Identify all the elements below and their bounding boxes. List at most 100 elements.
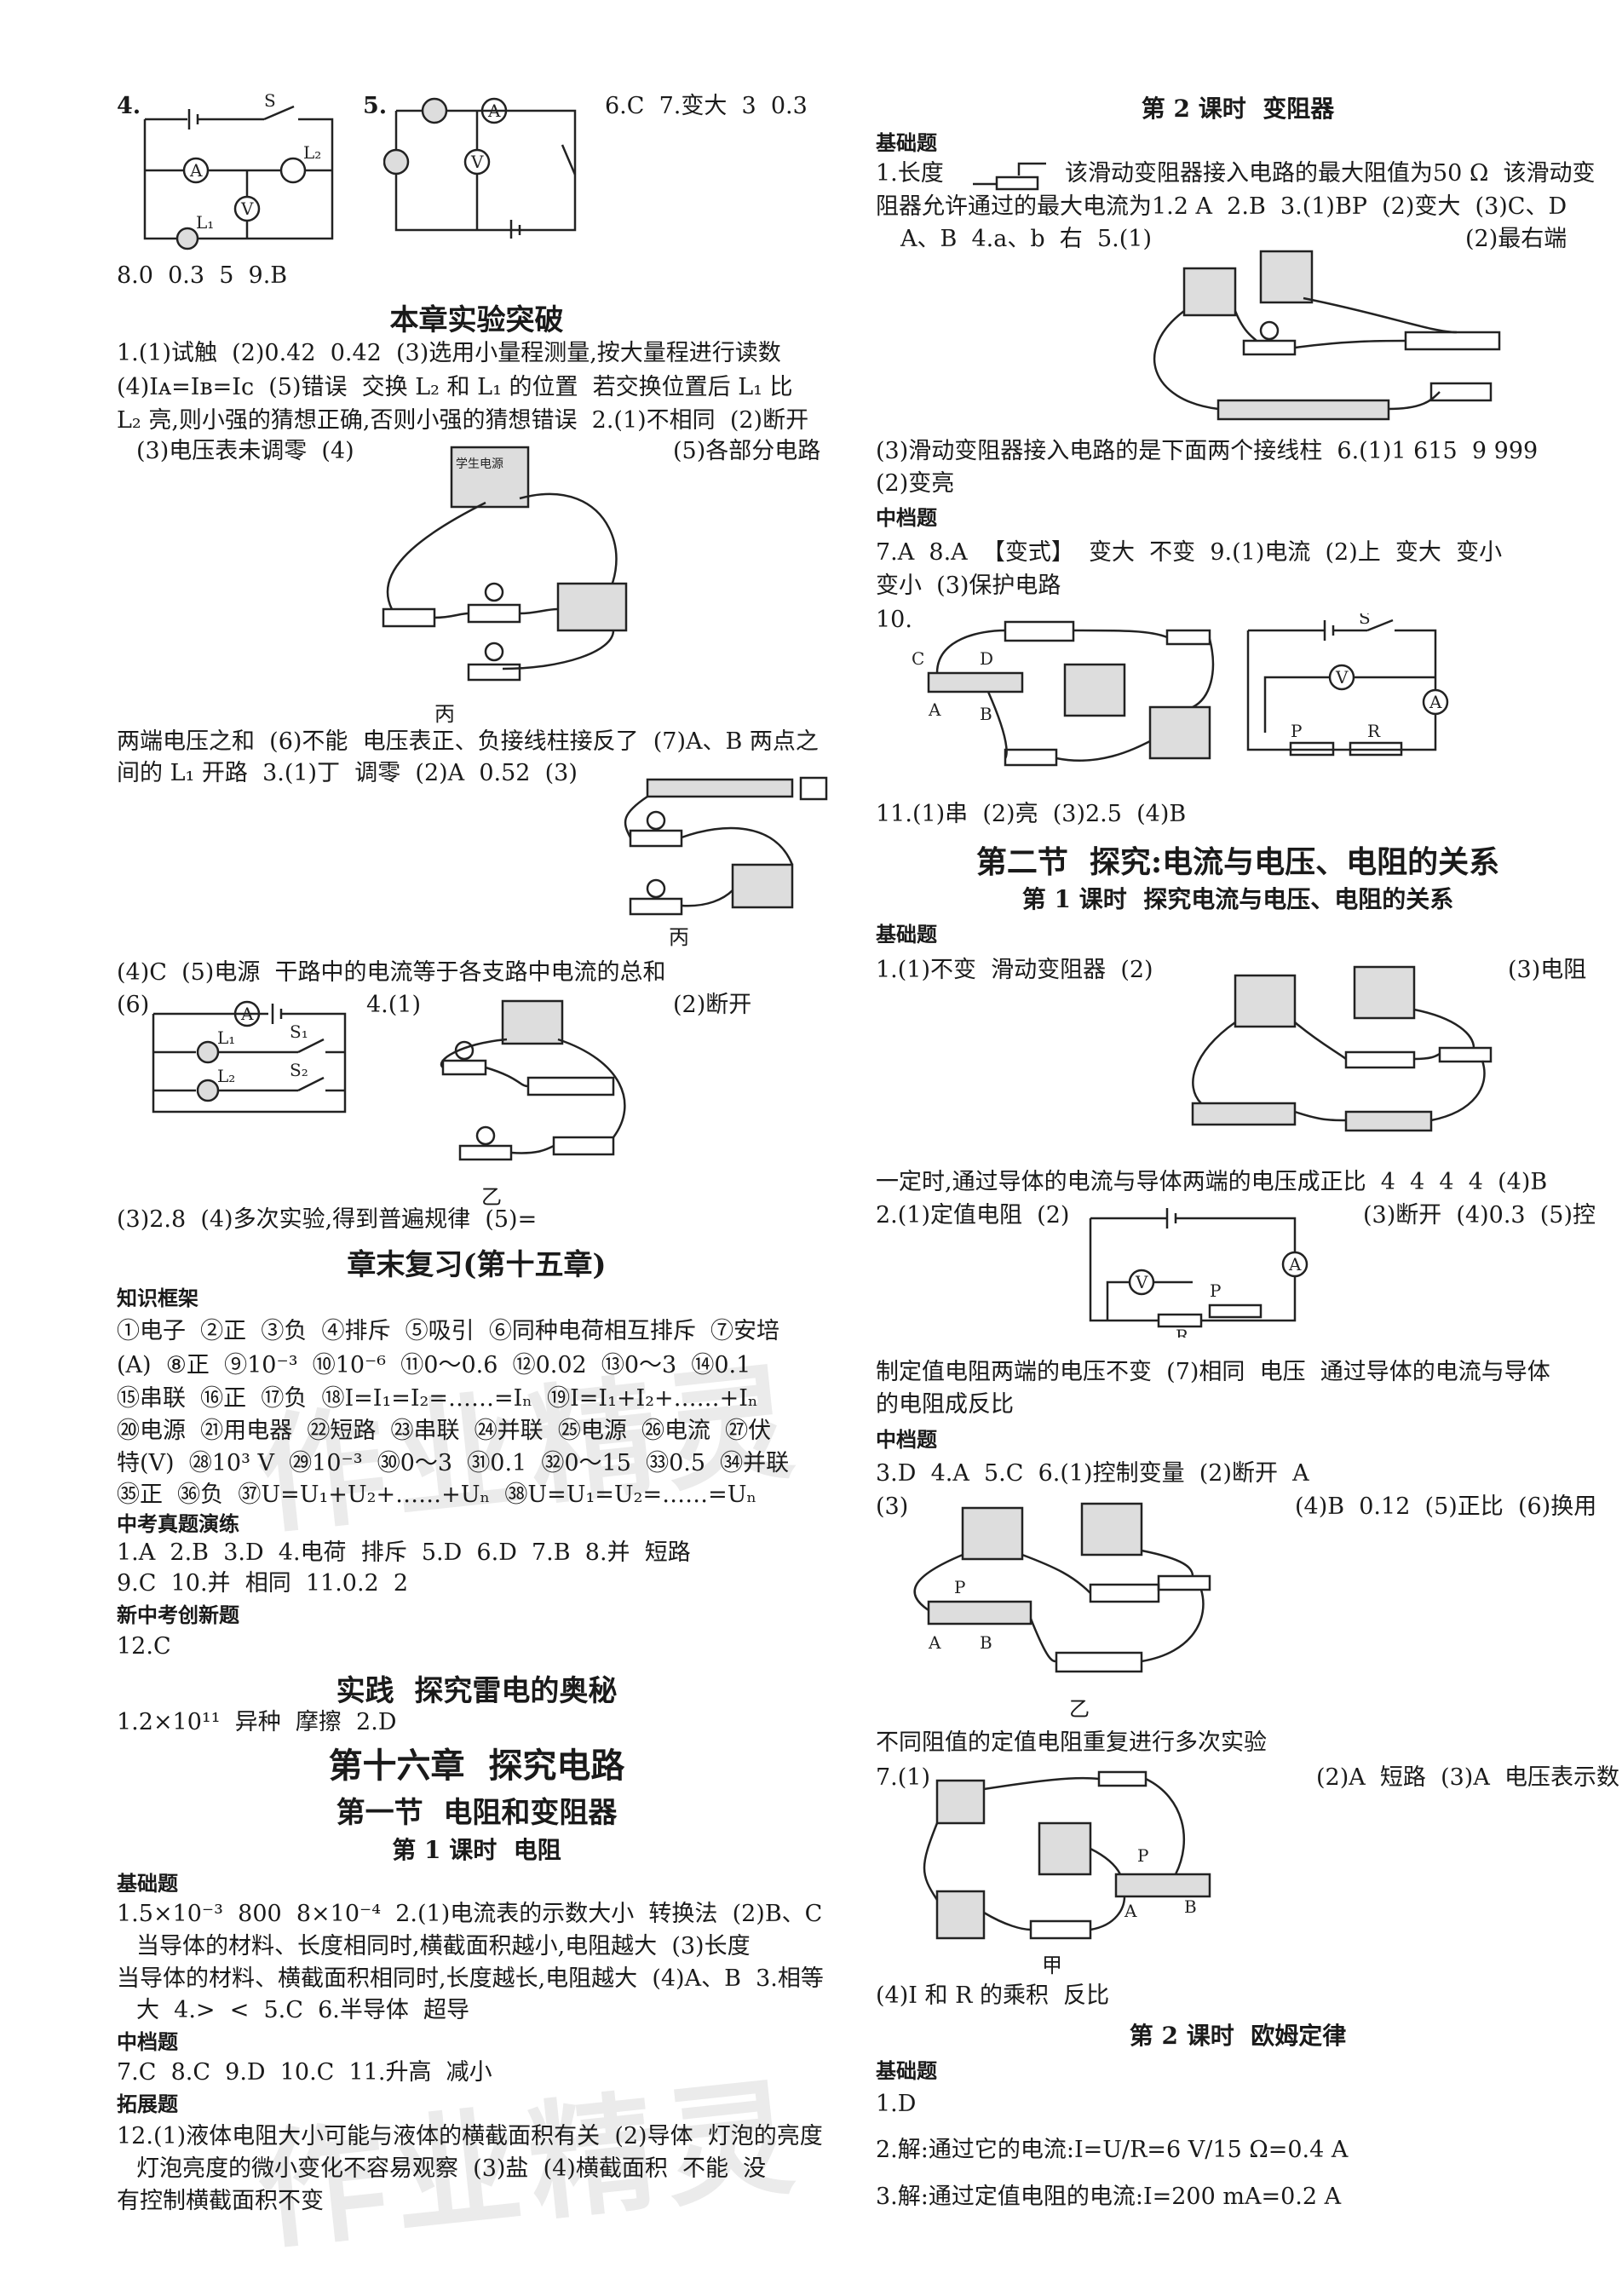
text-line: 的电阻成反比: [876, 1391, 1014, 1418]
lesson-title: 第 1 课时 探究电流与电压、电阻的关系: [1021, 885, 1454, 913]
text-line: 大 4.> < 5.C 6.半导体 超导: [136, 1997, 470, 2023]
text-line: 3.解:通过定值电阻的电流:I=200 mA=0.2 A: [876, 2184, 1342, 2210]
text-line: 1.2×10¹¹ 异种 摩擦 2.D: [117, 1709, 397, 1735]
svg-text:P: P: [1291, 721, 1302, 741]
text-line: 12.C: [117, 1633, 171, 1660]
circuit-diagram: S A V P R: [1246, 613, 1449, 757]
svg-text:B: B: [1184, 1896, 1197, 1917]
text-line: 4.(1): [366, 992, 422, 1018]
question-5: 5.: [363, 93, 388, 119]
text-line: ㉟正 ㊱负 ㊲U=U₁+U₂+……+Uₙ ㊳U=U₁=U₂=……=Uₙ: [117, 1482, 757, 1508]
apparatus-diagram: [1191, 965, 1493, 1132]
section-title: 章末复习(第十五章): [347, 1248, 607, 1282]
svg-text:V: V: [240, 199, 254, 219]
svg-text:学生电源: 学生电源: [456, 457, 503, 471]
svg-text:A: A: [240, 1004, 254, 1024]
lesson-title: 第 2 课时 变阻器: [1141, 95, 1335, 123]
subheading: 基础题: [876, 131, 937, 155]
svg-text:R: R: [1176, 1326, 1189, 1338]
apparatus-diagram: [1153, 250, 1501, 421]
apparatus-diagram: P A B: [913, 1502, 1211, 1673]
text-line: 特(V) ㉘10³ V ㉙10⁻³ ㉚0～3 ㉛0.1 ㉜0～15 ㉝0.5 ㉞…: [117, 1450, 790, 1476]
text-line: 该滑动变阻器接入电路的最大阻值为50 Ω 该滑动变: [1065, 160, 1596, 187]
section-title: 本章实验突破: [389, 303, 564, 337]
text-line: 当导体的材料、长度相同时,横截面积越小,电阻越大 (3)长度: [136, 1933, 751, 1959]
lesson-title: 第 1 课时 电阻: [392, 1836, 561, 1864]
text-line: (A) ⑧正 ⑨10⁻³ ⑩10⁻⁶ ⑪0～0.6 ⑫0.02 ⑬0～3 ⑭0.…: [117, 1352, 751, 1378]
text-line: 1.长度: [876, 160, 944, 187]
svg-text:B: B: [980, 1632, 992, 1653]
svg-text:V: V: [470, 152, 484, 172]
text-line: (4)C (5)电源 干路中的电流等于各支路中电流的总和: [117, 959, 666, 986]
text-line: 当导体的材料、横截面积相同时,长度越长,电阻越大 (4)A、B 3.相等: [117, 1965, 824, 1992]
lesson-title: 第 2 课时 欧姆定律: [1129, 2022, 1347, 2050]
svg-text:P: P: [954, 1577, 965, 1597]
text-line: (4)Iᴀ=Iʙ=Iᴄ (5)错误 交换 L₂ 和 L₁ 的位置 若交换位置后 …: [117, 374, 793, 400]
text-line: (2)断开: [673, 992, 752, 1018]
svg-text:L₂: L₂: [303, 142, 321, 163]
svg-text:R: R: [1367, 721, 1381, 741]
text-line: 12.(1)液体电阻大小可能与液体的横截面积有关 (2)导体 灯泡的亮度: [117, 2123, 823, 2149]
figure-caption: 丙: [434, 702, 455, 726]
text-line: 9.C 10.并 相同 11.0.2 2: [117, 1570, 409, 1597]
text-line: 3.D 4.A 5.C 6.(1)控制变量 (2)断开 A: [876, 1460, 1309, 1487]
svg-text:V: V: [1135, 1272, 1148, 1292]
text-line: (2)变亮: [876, 470, 955, 497]
svg-text:A: A: [1429, 692, 1442, 712]
svg-text:P: P: [1210, 1280, 1221, 1301]
subheading: 知识框架: [117, 1286, 198, 1310]
text-line: A、B 4.a、b 右 5.(1): [900, 226, 1152, 252]
svg-text:V: V: [1335, 667, 1349, 688]
apparatus-diagram: [440, 999, 626, 1161]
svg-text:S₂: S₂: [290, 1060, 308, 1080]
text-line: L₂ 亮,则小强的猜想正确,否则小强的猜想错误 2.(1)不相同 (2)断开: [117, 407, 809, 434]
answers-8-9: 8.0 0.3 5 9.B: [117, 262, 288, 289]
subheading: 基础题: [876, 2059, 937, 2083]
text-line: (3): [876, 1493, 909, 1520]
apparatus-diagram: 学生电源: [382, 446, 628, 682]
subheading: 基础题: [117, 1872, 178, 1896]
svg-text:A: A: [928, 1632, 941, 1653]
text-line: (2)最右端: [1465, 226, 1567, 252]
text-line: (3)电压表未调零 (4): [136, 438, 354, 464]
text-line: ①电子 ②正 ③负 ④排斥 ⑤吸引 ⑥同种电荷相互排斥 ⑦安培: [117, 1318, 779, 1344]
svg-text:L₁: L₁: [217, 1027, 235, 1048]
text-line: 不同阻值的定值电阻重复进行多次实验: [876, 1729, 1267, 1756]
subheading: 基础题: [876, 923, 937, 947]
circuit-diagram-q5: A V: [383, 97, 577, 239]
figure-caption: 甲: [1042, 1954, 1062, 1977]
circuit-diagram-q4: S A L₂ V L₁: [143, 94, 334, 250]
circuit-diagram: A R V P: [1089, 1208, 1309, 1338]
text-line: 7.(1): [876, 1764, 931, 1791]
subheading: 中档题: [876, 506, 937, 530]
svg-text:A: A: [928, 699, 941, 720]
text-line: (6): [117, 992, 150, 1018]
chapter-title: 第十六章 探究电路: [328, 1746, 625, 1786]
text-line: 1.A 2.B 3.D 4.电荷 排斥 5.D 6.D 7.B 8.并 短路: [117, 1539, 691, 1566]
text-line: (3)断开 (4)0.3 (5)控: [1363, 1202, 1596, 1229]
svg-text:S: S: [264, 94, 276, 111]
svg-text:S: S: [1359, 613, 1371, 628]
text-line: 11.(1)串 (2)亮 (3)2.5 (4)B: [876, 801, 1187, 827]
apparatus-diagram: [624, 776, 828, 916]
svg-text:L₂: L₂: [217, 1066, 235, 1086]
text-line: ⑳电源 ㉑用电器 ㉒短路 ㉓串联 ㉔并联 ㉕电源 ㉖电流 ㉗伏: [117, 1418, 772, 1444]
subheading: 新中考创新题: [117, 1603, 239, 1627]
section-title: 第一节 电阻和变阻器: [336, 1796, 618, 1830]
section-title: 实践 探究雷电的奥秘: [336, 1674, 618, 1708]
text-line: 一定时,通过导体的电流与导体两端的电压成正比 4 4 4 4 (4)B: [876, 1169, 1548, 1195]
svg-text:A: A: [189, 160, 203, 181]
text-line: 2.(1)定值电阻 (2): [876, 1202, 1070, 1229]
text-line: 1.(1)试触 (2)0.42 0.42 (3)选用小量程测量,按大量程进行读数: [117, 340, 781, 366]
text-line: 灯泡亮度的微小变化不容易观察 (3)盐 (4)横截面积 不能 没: [136, 2155, 767, 2182]
text-line: (5)各部分电路: [673, 438, 821, 464]
text-line: (3)滑动变阻器接入电路的是下面两个接线柱 6.(1)1 615 9 999: [876, 438, 1539, 464]
svg-text:C: C: [912, 648, 924, 669]
answers-6-7: 6.C 7.变大 3 0.3: [605, 93, 808, 119]
text-line: 制定值电阻两端的电压不变 (7)相同 电压 通过导体的电流与导体: [876, 1359, 1550, 1385]
svg-text:L₁: L₁: [196, 212, 214, 233]
text-line: 1.5×10⁻³ 800 8×10⁻⁴ 2.(1)电流表的示数大小 转换法 (2…: [117, 1901, 823, 1927]
svg-text:A: A: [1288, 1254, 1302, 1275]
